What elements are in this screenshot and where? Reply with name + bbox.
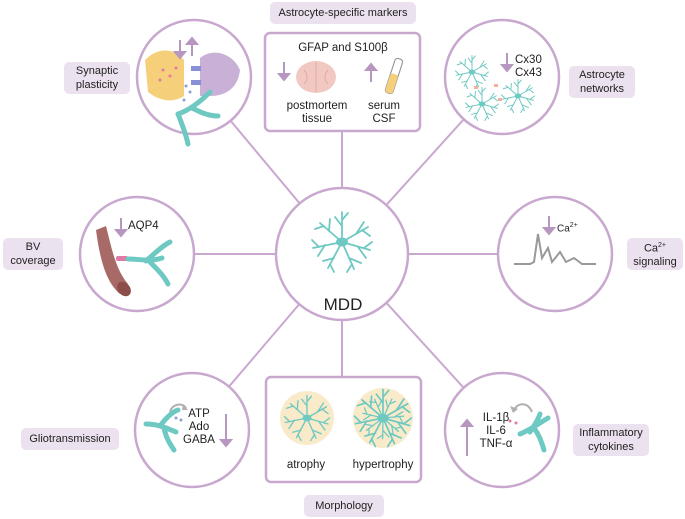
calcium-signaling-node: [496, 195, 614, 313]
astrocyte-process-icon: [143, 407, 181, 453]
gliotransmission-label: Gliotransmission: [21, 428, 119, 450]
astrocyte-networks-node: [443, 18, 561, 136]
up-down-arrows-icon: [172, 36, 200, 60]
markers-header: GFAP and S100β: [298, 42, 388, 54]
morphology-box: [264, 375, 423, 484]
brain-icon: [296, 61, 336, 93]
down-arrow-icon: [499, 53, 515, 73]
blood-vessel-icon: [96, 226, 128, 294]
calcium-ion-label: Ca2+: [557, 222, 578, 235]
bv-coverage-node: [78, 195, 196, 313]
presynaptic-neuron-icon: [145, 50, 184, 101]
gliotransmission-node: [133, 371, 251, 489]
mdd-label: MDD: [323, 295, 363, 314]
astrocyte-process-icon: [517, 411, 551, 453]
postsynaptic-neuron-icon: [200, 52, 240, 96]
atrophy-astrocyte-icon: [280, 391, 334, 445]
markers-box: [263, 31, 422, 133]
markers-title-label: Astrocyte-specific markers: [270, 2, 416, 24]
atrophy-label: atrophy: [286, 459, 326, 471]
test-tube-icon: [384, 57, 404, 95]
up-arrow-icon: [459, 418, 475, 456]
down-arrow-icon: [113, 218, 129, 238]
inflammatory-cytokines-node: [443, 371, 561, 489]
calcium-trace-icon: [514, 233, 596, 265]
calcium-signaling-label: Ca2+ signaling: [627, 238, 683, 270]
aqp4-label: AQP4: [128, 220, 159, 232]
synaptic-plasticity-node: [135, 18, 253, 144]
hypertrophy-label: hypertrophy: [352, 459, 414, 471]
astrocyte-endfoot-icon: [125, 239, 173, 287]
morphology-title-label: Morphology: [304, 495, 384, 517]
down-arrow-icon: [218, 414, 234, 448]
mdd-center-node: [274, 186, 410, 322]
gap-junction-icon: [474, 84, 502, 101]
down-arrow-icon: [541, 216, 557, 236]
hypertrophy-astrocyte-icon: [353, 388, 413, 448]
